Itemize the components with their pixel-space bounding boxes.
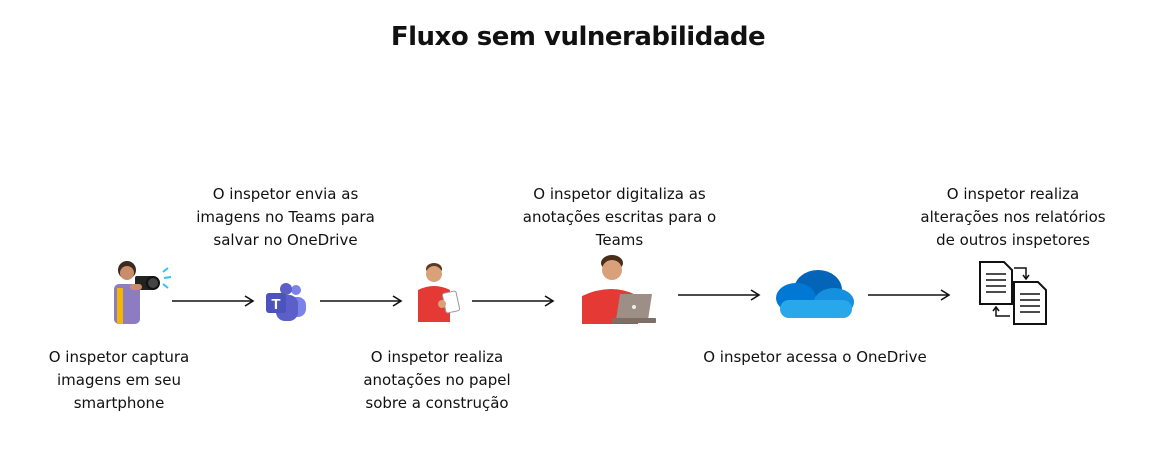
step-4-caption: O inspetor digitaliza as anotações escri…: [522, 185, 717, 249]
arrow-1-to-2: [172, 294, 256, 308]
diagram-title: Fluxo sem vulnerabilidade: [390, 22, 766, 52]
photographer-icon: [105, 258, 175, 334]
writing-notes-icon: [410, 260, 466, 332]
svg-text:T: T: [271, 296, 280, 313]
step-6-caption: O inspetor realiza alterações nos relató…: [920, 185, 1106, 249]
onedrive-cloud-icon: [772, 266, 858, 326]
step-2-caption: O inspetor envia as imagens no Teams par…: [196, 185, 375, 249]
arrow-3-to-4: [472, 294, 556, 308]
arrow-2-to-3: [320, 294, 404, 308]
step-5-caption: O inspetor acessa o OneDrive: [703, 348, 927, 366]
arrow-5-to-6: [868, 288, 952, 302]
step-3-caption: O inspetor realiza anotações no papel so…: [363, 348, 511, 412]
document-exchange-icon: [974, 258, 1050, 332]
teams-icon: T: [264, 282, 308, 326]
laptop-user-icon: [572, 252, 658, 332]
arrow-4-to-5: [678, 288, 762, 302]
step-1-caption: O inspetor captura imagens em seu smartp…: [48, 348, 190, 412]
